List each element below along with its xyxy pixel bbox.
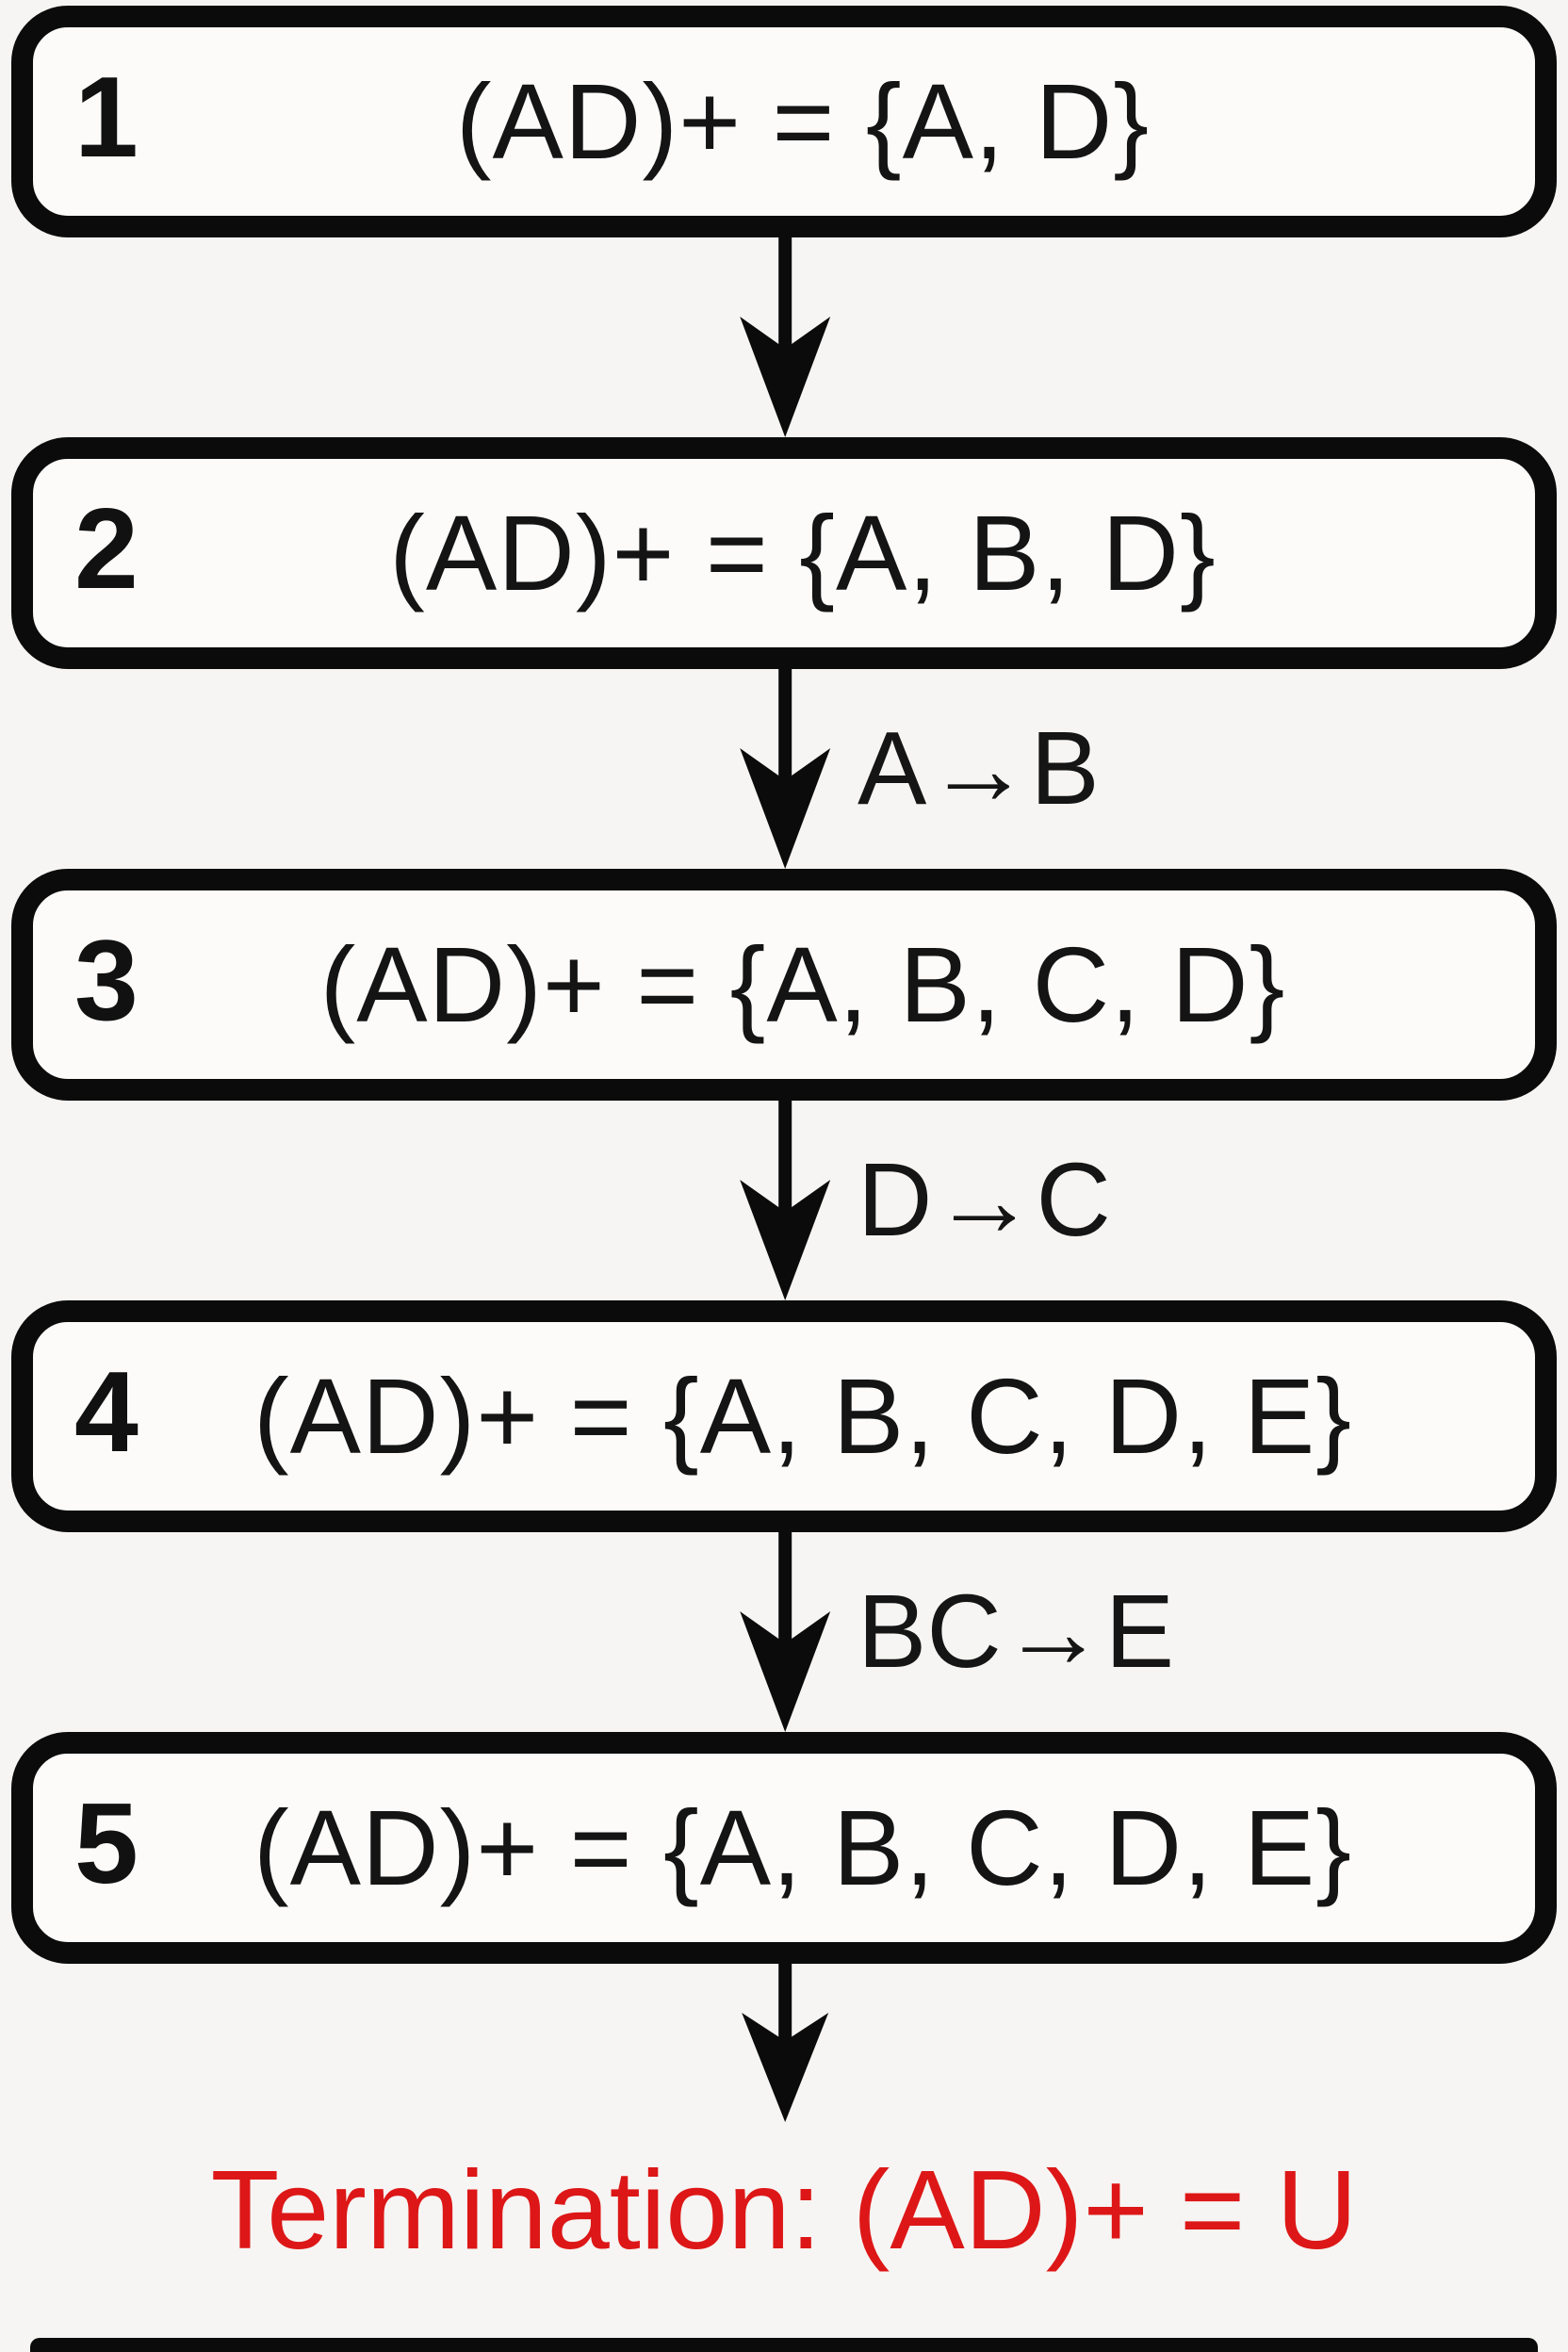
- arrow-row-5: [0, 1964, 1568, 2122]
- arrow-row-3: D→C: [0, 1101, 1568, 1300]
- step-box-2: 2 (AD)+ = {A, B, D}: [11, 437, 1557, 669]
- fd-label: BC→E: [858, 1574, 1175, 1690]
- arrow-head: [740, 1180, 831, 1300]
- arrow-head: [740, 748, 831, 869]
- step-formula: (AD)+ = {A, B, C, D, E}: [253, 1788, 1352, 1907]
- step-formula: (AD)+ = {A, B, D}: [389, 493, 1217, 612]
- step-box-1: 1 (AD)+ = {A, D}: [11, 6, 1557, 237]
- step-number: 1: [74, 53, 139, 182]
- step-number: 3: [74, 916, 139, 1045]
- down-arrow-icon: [740, 237, 831, 437]
- arrow-row-1: [0, 237, 1568, 437]
- arrow-head: [740, 317, 831, 437]
- step-box-5: 5 (AD)+ = {A, B, C, D, E}: [11, 1732, 1557, 1964]
- step-number: 5: [74, 1779, 139, 1908]
- down-arrow-icon: [742, 1964, 829, 2122]
- fd-label: A→B: [858, 710, 1100, 826]
- termination-text: Termination: (AD)+ = U: [210, 2148, 1358, 2273]
- step-formula: (AD)+ = {A, B, C, D}: [319, 924, 1286, 1044]
- step-formula: (AD)+ = {A, D}: [455, 61, 1151, 181]
- down-arrow-icon: [740, 669, 831, 869]
- down-arrow-icon: [740, 1532, 831, 1732]
- step-formula: (AD)+ = {A, B, C, D, E}: [253, 1356, 1352, 1476]
- step-box-3: 3 (AD)+ = {A, B, C, D}: [11, 869, 1557, 1101]
- arrow-row-4: BC→E: [0, 1532, 1568, 1732]
- arrow-head: [740, 1611, 831, 1732]
- fd-label: D→C: [858, 1142, 1111, 1258]
- step-number: 2: [74, 484, 139, 613]
- down-arrow-icon: [740, 1101, 831, 1300]
- arrow-head: [742, 2013, 829, 2122]
- step-box-4: 4 (AD)+ = {A, B, C, D, E}: [11, 1300, 1557, 1532]
- step-number: 4: [74, 1348, 139, 1477]
- cropped-box-edge: [30, 2338, 1538, 2352]
- arrow-row-2: A→B: [0, 669, 1568, 869]
